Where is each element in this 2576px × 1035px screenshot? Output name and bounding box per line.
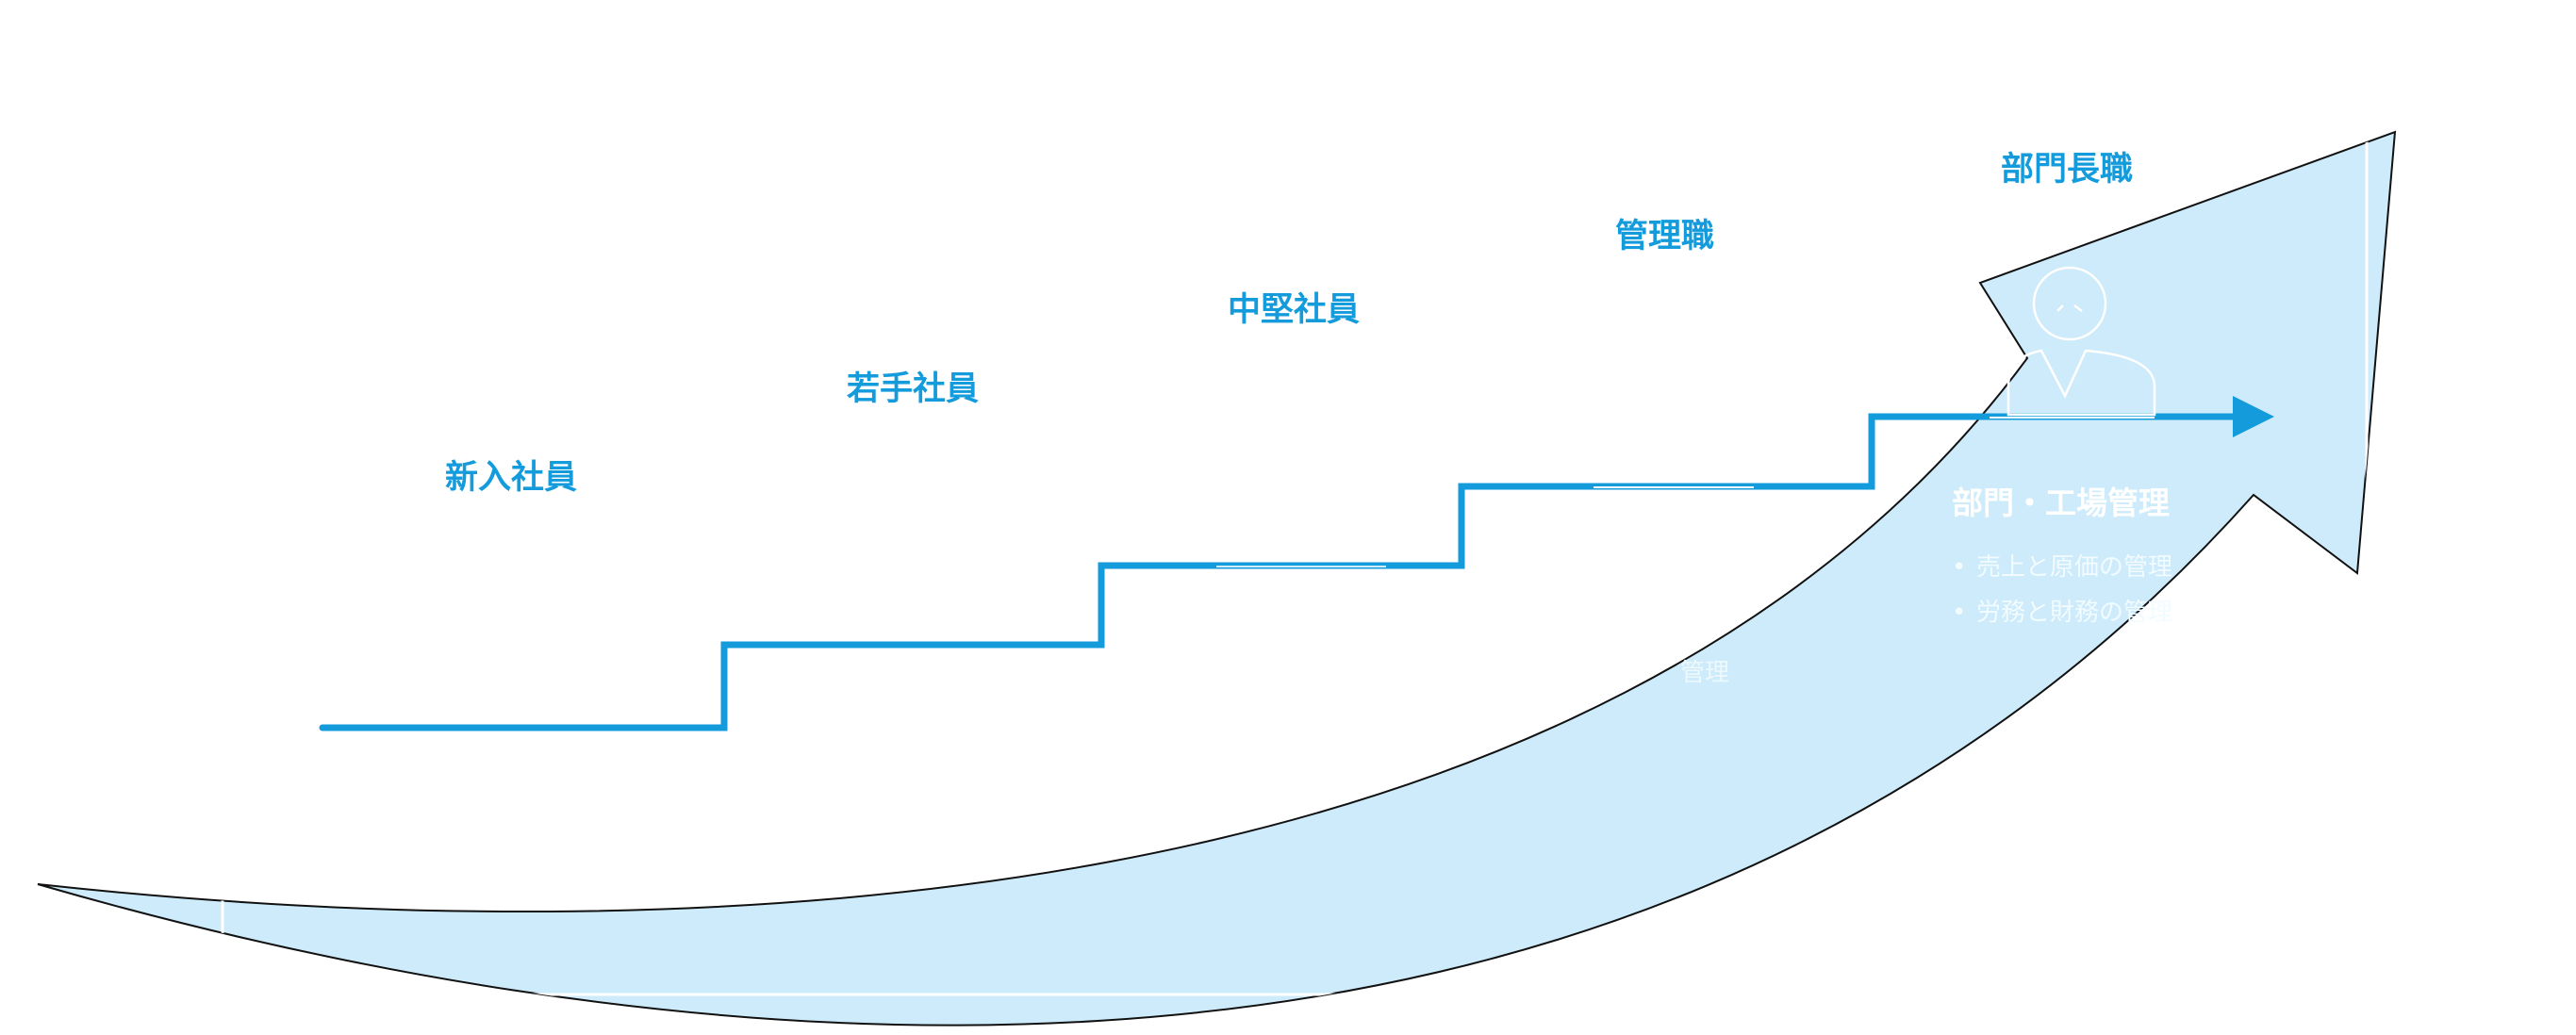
role-description-list: • 売上と原価の管理 • 労務と財務の管理 (1952, 553, 2172, 627)
role-description-heading: 部門・工場管理 (1952, 485, 2170, 521)
role-description-item: 労務と財務の管理 (1976, 599, 2172, 627)
arrow-right-icon (2233, 396, 2274, 437)
role-description-item: 売上と原価の管理 (1976, 553, 2172, 582)
step-label-new-employee: 新入社員 (445, 459, 577, 497)
growth-arrow-shape (37, 130, 2397, 1027)
step-label-manager: 管理職 (1615, 218, 1714, 255)
growth-arrow (37, 130, 2397, 1027)
list-bullet: • (1952, 553, 1966, 582)
step-label-mid-level-employee: 中堅社員 (1228, 291, 1360, 329)
partial-description-text: 管理 (1680, 659, 1729, 687)
career-staircase (319, 396, 2274, 731)
list-bullet: • (1952, 599, 1966, 627)
person-icon (2006, 266, 2156, 417)
step-label-department-head: 部門長職 (2001, 151, 2133, 189)
step-label-young-employee: 若手社員 (847, 370, 979, 408)
